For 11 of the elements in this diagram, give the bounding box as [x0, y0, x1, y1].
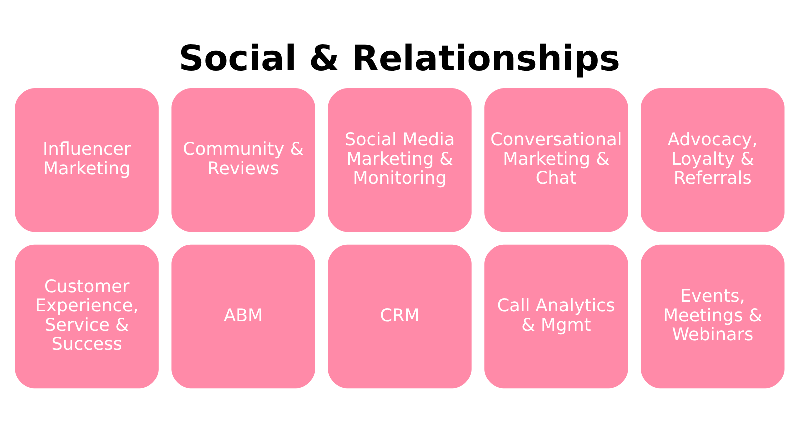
node-box: Call Analytics & Mgmt	[484, 244, 628, 389]
node-box: Advocacy, Loyalty & Referrals	[641, 88, 785, 232]
node-box: Conversational Marketing & Chat	[484, 88, 628, 232]
node-box: Social Media Marketing & Monitoring	[328, 88, 472, 232]
node-box: Customer Experience, Service & Success	[15, 244, 159, 389]
node-box: ABM	[172, 244, 316, 389]
node-box: Influencer Marketing	[15, 88, 159, 232]
diagram-title: Social & Relationships	[178, 38, 620, 80]
node-box: CRM	[328, 244, 472, 389]
node-box: Events, Meetings & Webinars	[641, 244, 785, 389]
node-box: Community & Reviews	[172, 88, 316, 232]
